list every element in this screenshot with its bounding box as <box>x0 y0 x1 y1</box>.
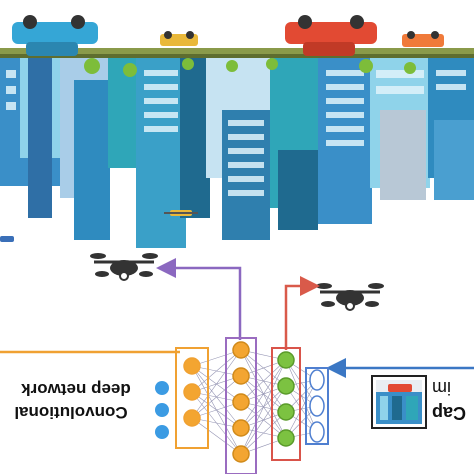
network-node <box>183 383 201 401</box>
network-edge <box>191 349 242 393</box>
captured-image-thumbnail <box>371 375 427 429</box>
network-node <box>277 429 295 447</box>
network-edge <box>285 379 318 439</box>
network-node <box>232 367 250 385</box>
network-edge <box>240 385 287 455</box>
car-icon <box>402 31 444 47</box>
network-edge <box>191 375 242 419</box>
hidden-layer3-box <box>271 347 301 461</box>
network-edge <box>240 359 287 429</box>
network-node <box>183 357 201 375</box>
drone-icon <box>0 236 14 242</box>
network-node <box>232 445 250 463</box>
car-icon <box>12 15 98 56</box>
network-edge <box>240 359 287 403</box>
output-circles <box>155 381 169 439</box>
capture-label-line2: im <box>432 378 451 398</box>
output-layer-box <box>305 367 329 445</box>
network-edge <box>191 349 242 419</box>
drone-icon <box>90 253 158 281</box>
network-edge <box>191 417 242 455</box>
hidden-layer1-box <box>225 337 257 474</box>
capture-label-line1: Cap <box>432 403 467 423</box>
red-arrow <box>284 276 320 350</box>
network-node <box>232 393 250 411</box>
network-edge <box>240 359 287 455</box>
car-icon <box>160 31 198 46</box>
network-node <box>309 369 325 391</box>
network-label-line1: Convolutional <box>14 403 128 422</box>
network-node <box>232 419 250 437</box>
input-layer-box <box>175 347 209 449</box>
purple-arrow <box>156 258 242 340</box>
drone-icon <box>164 210 198 216</box>
network-label-line2: deep network <box>21 380 131 399</box>
network-node <box>309 421 325 443</box>
network-edge <box>240 411 287 455</box>
network-node <box>183 409 201 427</box>
neural-network <box>175 337 329 474</box>
drone-icon <box>316 283 384 311</box>
network-node <box>232 341 250 359</box>
car-icon <box>285 15 377 56</box>
network-node <box>277 377 295 395</box>
network-node <box>277 351 295 369</box>
network-node <box>309 395 325 417</box>
city-buildings <box>0 58 474 248</box>
network-node <box>277 403 295 421</box>
tree-icon <box>84 58 416 77</box>
